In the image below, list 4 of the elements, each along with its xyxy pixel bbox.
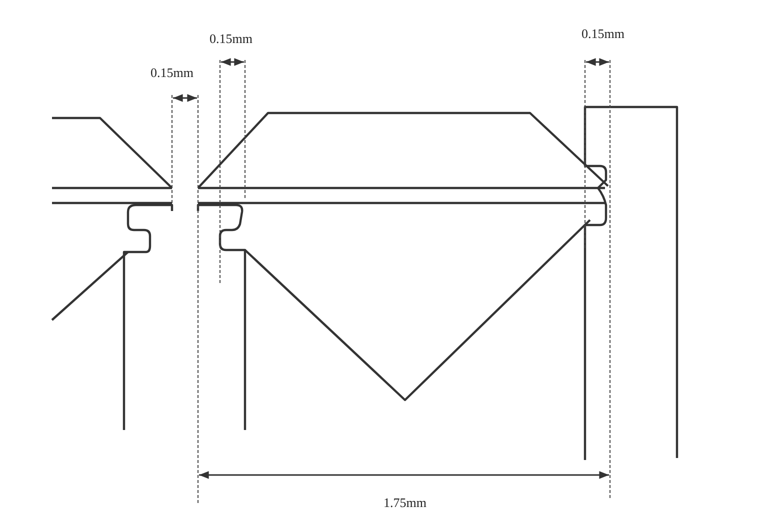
- dimension-label: 0.15mm: [150, 65, 194, 81]
- dimension-label: 1.75mm: [384, 495, 426, 511]
- dimension-label: 0.15mm: [582, 26, 624, 42]
- dimension-label: 0.15mm: [210, 31, 252, 47]
